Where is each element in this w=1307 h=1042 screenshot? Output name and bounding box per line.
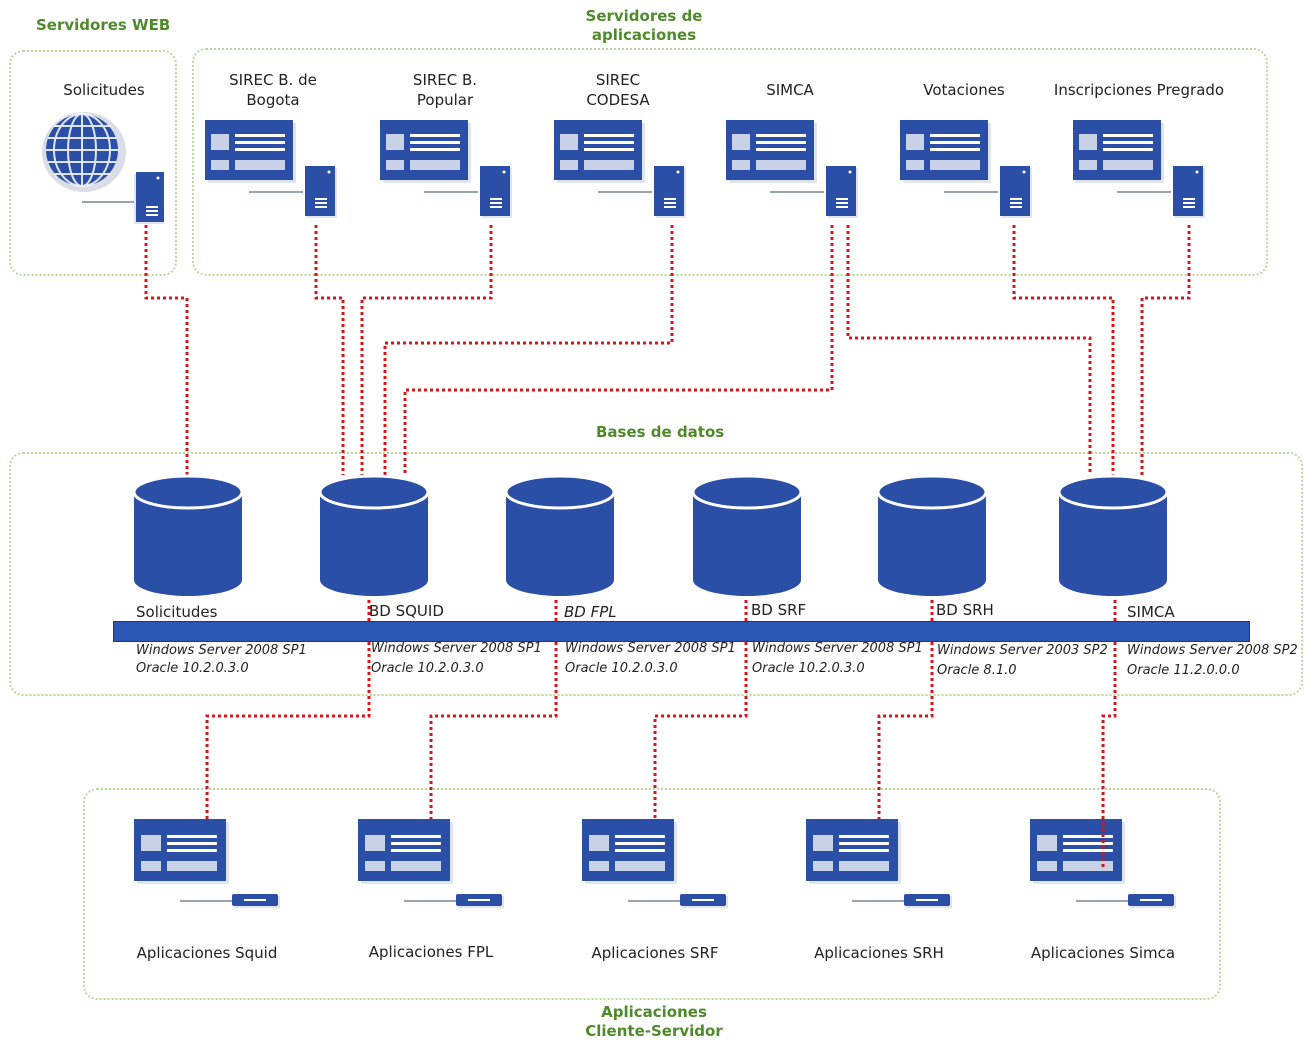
client-app-icon bbox=[358, 819, 504, 908]
database-version: Oracle 10.2.0.3.0 bbox=[752, 661, 865, 676]
web-server-label: Solicitudes bbox=[63, 81, 145, 99]
database-name: SIMCA bbox=[1127, 603, 1175, 621]
app-server-icon bbox=[205, 120, 337, 218]
network-bus bbox=[113, 621, 1250, 642]
database-version: Oracle 10.2.0.3.0 bbox=[565, 661, 678, 676]
connector-line bbox=[846, 225, 1092, 475]
connector-line bbox=[1101, 600, 1117, 868]
client-app-label: Aplicaciones Squid bbox=[136, 944, 278, 962]
database-os: Windows Server 2008 SP1 bbox=[752, 641, 923, 656]
client-app-icon bbox=[134, 819, 280, 908]
app-servers-title: Servidores de aplicaciones bbox=[585, 7, 703, 44]
connector-line bbox=[653, 600, 748, 822]
app-servers-group bbox=[192, 48, 1268, 276]
database-name: BD SRH bbox=[936, 601, 994, 619]
app-server-icon bbox=[726, 120, 858, 218]
connector-line bbox=[360, 225, 493, 475]
database-os: Windows Server 2003 SP2 bbox=[937, 643, 1108, 658]
web-servers-group bbox=[9, 50, 177, 276]
connector-line bbox=[1012, 225, 1115, 475]
connector-line bbox=[314, 225, 345, 475]
client-app-label: Aplicaciones SRF bbox=[591, 944, 719, 962]
database-os: Windows Server 2008 SP1 bbox=[136, 643, 307, 658]
databases-title: Bases de datos bbox=[596, 423, 725, 441]
database-os: Windows Server 2008 SP1 bbox=[565, 641, 736, 656]
connector-line bbox=[429, 600, 558, 822]
databases-group bbox=[9, 452, 1303, 696]
database-version: Oracle 11.2.0.0.0 bbox=[1127, 663, 1240, 678]
database-name: Solicitudes bbox=[136, 603, 218, 621]
client-server-group bbox=[83, 788, 1221, 1000]
globe-icon bbox=[42, 112, 126, 192]
database-name: BD FPL bbox=[564, 603, 617, 621]
client-app-icon bbox=[1030, 819, 1176, 908]
server-tower-icon bbox=[82, 172, 164, 224]
client-app-icon bbox=[582, 819, 728, 908]
app-server-label: SIREC CODESA bbox=[586, 71, 650, 109]
database-name: BD SQUID bbox=[369, 602, 444, 620]
database-version: Oracle 10.2.0.3.0 bbox=[371, 661, 484, 676]
client-app-label: Aplicaciones SRH bbox=[814, 944, 944, 962]
client-app-label: Aplicaciones Simca bbox=[1030, 944, 1176, 962]
connector-line bbox=[383, 225, 674, 475]
client-server-title: Aplicaciones Cliente-Servidor bbox=[585, 1003, 723, 1040]
database-os: Windows Server 2008 SP2 bbox=[1127, 643, 1298, 658]
database-cylinder-icon bbox=[691, 474, 803, 596]
database-version: Oracle 8.1.0 bbox=[937, 663, 1017, 678]
database-cylinder-icon bbox=[132, 474, 244, 596]
client-app-label: Aplicaciones FPL bbox=[368, 943, 494, 961]
database-version: Oracle 10.2.0.3.0 bbox=[136, 661, 249, 676]
connector-line bbox=[877, 600, 934, 822]
connector-line bbox=[403, 225, 834, 475]
database-os: Windows Server 2008 SP1 bbox=[371, 641, 542, 656]
app-server-label: Inscripciones Pregrado bbox=[1053, 81, 1225, 99]
connector-line bbox=[144, 225, 189, 475]
database-name: BD SRF bbox=[751, 601, 807, 619]
app-server-icon bbox=[1073, 120, 1205, 218]
app-server-label: SIMCA bbox=[766, 81, 814, 99]
app-server-label: Votaciones bbox=[923, 81, 1005, 99]
app-server-icon bbox=[900, 120, 1032, 218]
client-app-icon bbox=[806, 819, 952, 908]
database-cylinder-icon bbox=[876, 474, 988, 596]
app-server-label: SIREC B. de Bogota bbox=[229, 71, 317, 109]
database-cylinder-icon bbox=[1057, 474, 1169, 596]
app-server-label: SIREC B. Popular bbox=[412, 71, 478, 109]
database-cylinder-icon bbox=[318, 474, 430, 596]
app-server-icon bbox=[380, 120, 512, 218]
web-servers-title: Servidores WEB bbox=[36, 16, 171, 34]
connector-line bbox=[1140, 225, 1191, 475]
connector-line bbox=[205, 600, 371, 822]
app-server-icon bbox=[554, 120, 686, 218]
database-cylinder-icon bbox=[504, 474, 616, 596]
